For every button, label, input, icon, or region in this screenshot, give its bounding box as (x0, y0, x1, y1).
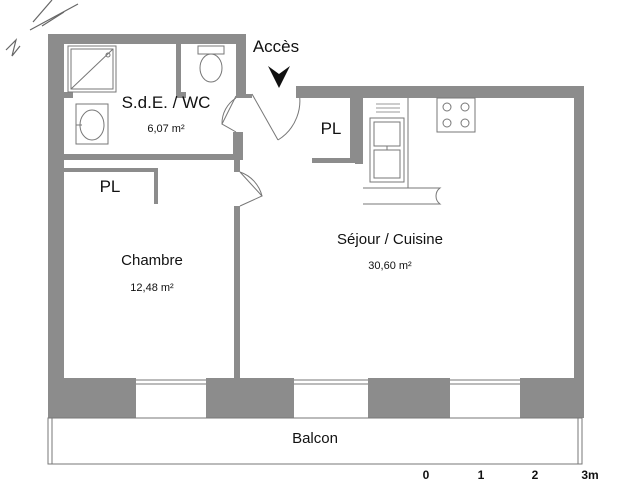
facade-windows (136, 379, 520, 385)
kitchen-hatching (376, 103, 400, 113)
scale-tick-3: 3m (581, 468, 598, 480)
placard-chambre-label: PL (100, 177, 121, 196)
washbasin-icon (75, 103, 109, 145)
chambre-area: 12,48 m² (130, 282, 174, 294)
bedroom-door (239, 171, 263, 207)
scale-tick-0: 0 (423, 468, 430, 480)
access-label: Accès (253, 37, 299, 56)
entrance-door (236, 86, 302, 141)
balcony-slab (47, 417, 583, 465)
placard-sejour-label: PL (321, 119, 342, 138)
kitchen-sink-icon (369, 117, 405, 183)
scale-tick-2: 2 (532, 468, 539, 480)
scale-bar: 0 1 2 3m (423, 468, 599, 480)
chambre-name: Chambre (121, 252, 183, 269)
cooktop-icon (436, 97, 476, 133)
bathroom-door (221, 95, 237, 133)
shower-icon (67, 45, 117, 93)
scale-tick-1: 1 (478, 468, 485, 480)
compass-icon (5, 0, 79, 57)
sejour-name: Séjour / Cuisine (337, 231, 443, 248)
balcon-label: Balcon (292, 430, 338, 447)
sde-wc-area: 6,07 m² (147, 123, 185, 135)
walls (48, 34, 584, 418)
kitchen-counter (363, 98, 442, 205)
sejour-area: 30,60 m² (368, 260, 412, 272)
access-arrow-icon (268, 66, 290, 88)
toilet-icon (197, 45, 225, 83)
sde-wc-name: S.d.E. / WC (122, 93, 211, 112)
